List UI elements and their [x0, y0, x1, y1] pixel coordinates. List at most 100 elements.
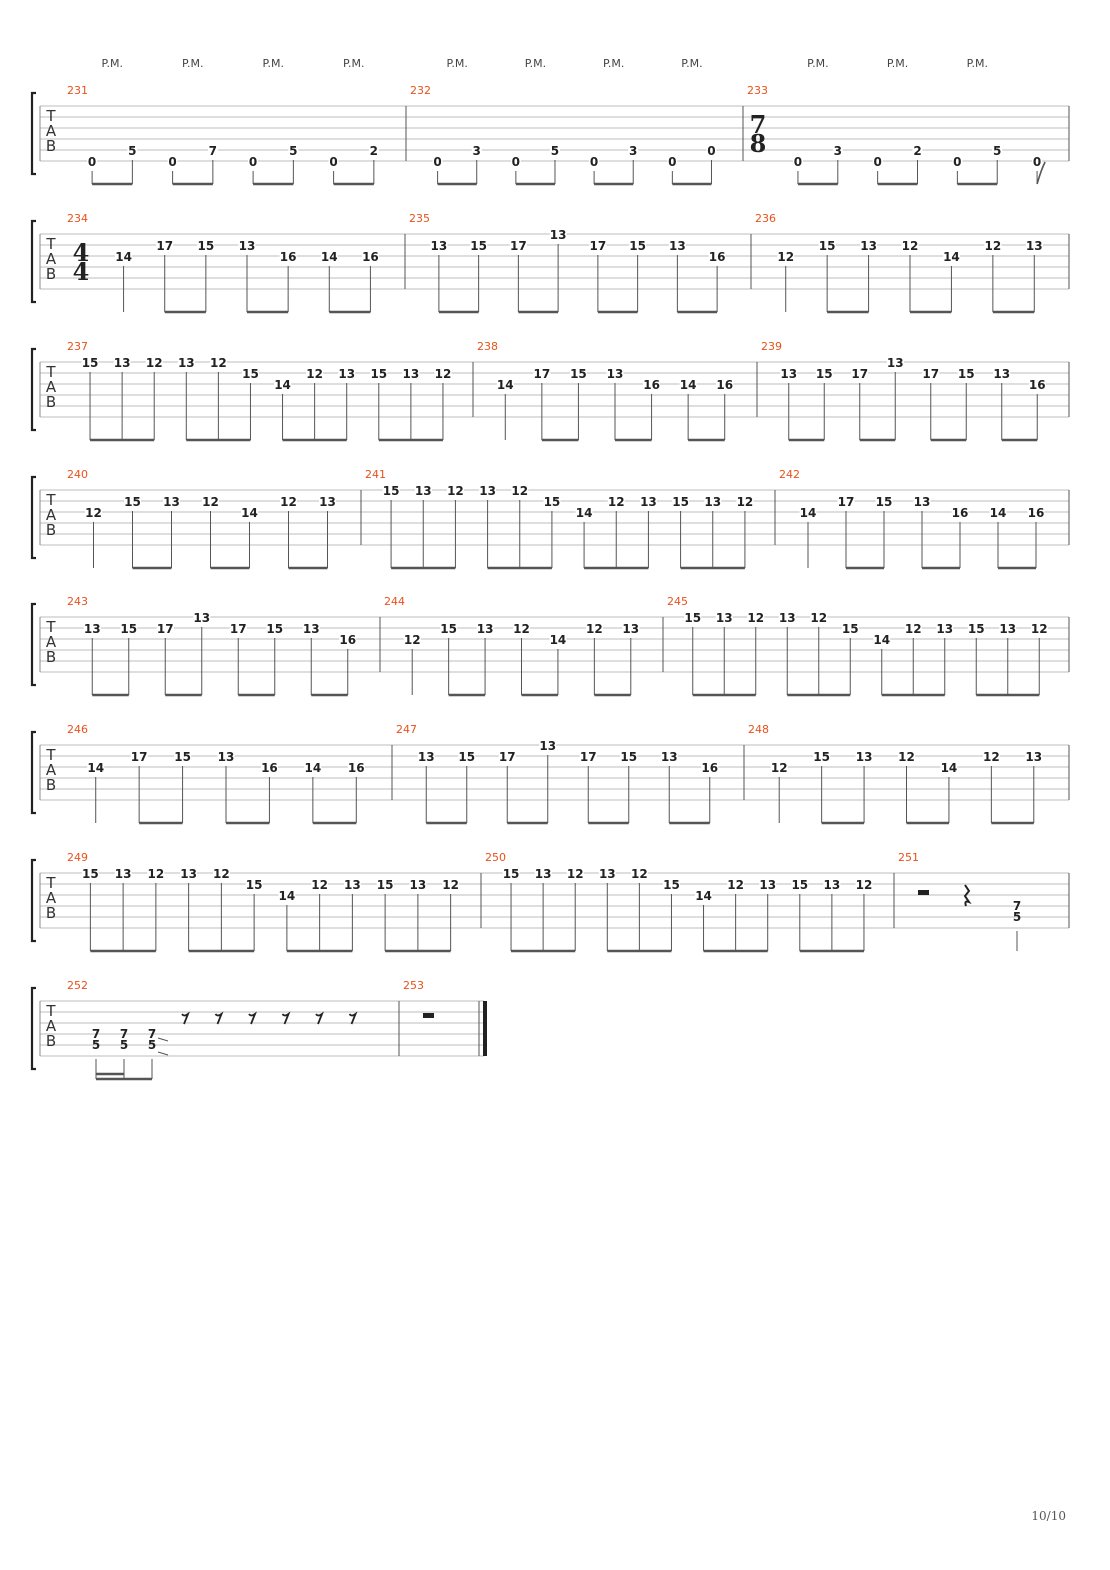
fret-mask — [810, 612, 828, 624]
fret-mask — [511, 485, 529, 497]
fret-number: 15 — [842, 622, 859, 636]
fret-number: 0 — [668, 155, 676, 169]
fret-number: 14 — [87, 761, 104, 775]
fret-mask — [704, 496, 722, 508]
tab-clef-letter: B — [46, 393, 56, 411]
tab-clef-letter: A — [46, 633, 57, 651]
fret-mask — [147, 868, 165, 880]
fret-number: 12 — [567, 867, 584, 881]
fret-mask — [177, 357, 195, 369]
fret-mask — [716, 379, 734, 391]
fret-number: 7 — [1013, 899, 1021, 913]
fret-number: 17 — [534, 367, 551, 381]
fret-number: 13 — [599, 867, 616, 881]
fret-mask — [813, 751, 831, 763]
fret-number: 5 — [148, 1038, 156, 1052]
tab-clef-letter: T — [45, 1002, 56, 1020]
fret-number: 14 — [680, 378, 697, 392]
fret-number: 12 — [148, 867, 165, 881]
fret-number: 2 — [370, 144, 378, 158]
fret-number: 13 — [303, 622, 320, 636]
fret-number: 13 — [887, 356, 904, 370]
fret-mask — [715, 612, 733, 624]
fret-number: 13 — [1026, 239, 1043, 253]
fret-number: 13 — [860, 239, 877, 253]
fret-number: 14 — [800, 506, 817, 520]
fret-mask — [589, 240, 607, 252]
fret-number: 13 — [84, 622, 101, 636]
fret-number: 15 — [120, 622, 137, 636]
tab-clef-letter: B — [46, 1032, 56, 1050]
fret-mask — [81, 868, 99, 880]
fret-mask — [245, 879, 263, 891]
fret-mask — [579, 751, 597, 763]
fret-number: 0 — [953, 155, 961, 169]
fret-mask — [260, 762, 278, 774]
fret-number: 12 — [747, 611, 764, 625]
fret-mask — [684, 612, 702, 624]
fret-number: 13 — [856, 750, 873, 764]
palm-mute-label: P.M. — [807, 57, 828, 70]
system-bracket — [30, 91, 36, 176]
system-bracket — [30, 602, 36, 687]
measure-number: 247 — [396, 723, 417, 736]
fret-number: 15 — [544, 495, 561, 509]
measure-number: 235 — [409, 212, 430, 225]
fret-number: 5 — [128, 144, 136, 158]
fret-mask — [708, 251, 726, 263]
measure-number: 241 — [365, 468, 386, 481]
fret-mask — [248, 156, 259, 168]
time-signature-numerator: 4 — [73, 238, 90, 267]
fret-number: 13 — [410, 878, 427, 892]
slide-mark — [157, 1037, 169, 1042]
fret-number: 15 — [266, 622, 283, 636]
fret-mask — [630, 868, 648, 880]
tab-clef-letter: B — [46, 137, 56, 155]
fret-number: 15 — [470, 239, 487, 253]
measure-number: 238 — [477, 340, 498, 353]
fret-number: 15 — [246, 878, 263, 892]
fret-number: 16 — [339, 633, 356, 647]
fret-number: 14 — [576, 506, 593, 520]
fret-mask — [922, 368, 940, 380]
fret-mask — [815, 368, 833, 380]
fret-mask — [304, 762, 322, 774]
fret-number: 16 — [716, 378, 733, 392]
fret-number: 13 — [622, 622, 639, 636]
fret-mask — [81, 357, 99, 369]
fret-mask — [212, 868, 230, 880]
fret-number: 14 — [321, 250, 338, 264]
tab-clef-letter: T — [45, 235, 56, 253]
fret-mask — [1030, 623, 1048, 635]
fret-number: 12 — [608, 495, 625, 509]
fret-mask — [319, 496, 336, 508]
fret-mask — [502, 868, 520, 880]
fret-number: 15 — [377, 878, 394, 892]
fret-mask — [818, 240, 836, 252]
fret-mask — [777, 251, 795, 263]
time-signature-numerator: 7 — [750, 110, 767, 139]
fret-mask — [496, 379, 514, 391]
fret-mask — [860, 240, 878, 252]
eighth-rest — [214, 1011, 224, 1025]
fret-number: 13 — [178, 356, 195, 370]
fret-mask — [120, 623, 138, 635]
fret-number: 15 — [198, 239, 215, 253]
fret-mask — [241, 507, 258, 519]
fret-mask — [87, 762, 105, 774]
fret-number: 0 — [707, 144, 715, 158]
fret-mask — [403, 634, 421, 646]
time-signature-denominator: 8 — [750, 129, 767, 158]
fret-number: 17 — [156, 239, 173, 253]
fret-mask — [368, 145, 379, 157]
fret-number: 12 — [442, 878, 459, 892]
tab-clef-letter: A — [46, 506, 57, 524]
fret-number: 14 — [990, 506, 1007, 520]
fret-mask — [320, 251, 338, 263]
fret-number: 13 — [218, 750, 235, 764]
